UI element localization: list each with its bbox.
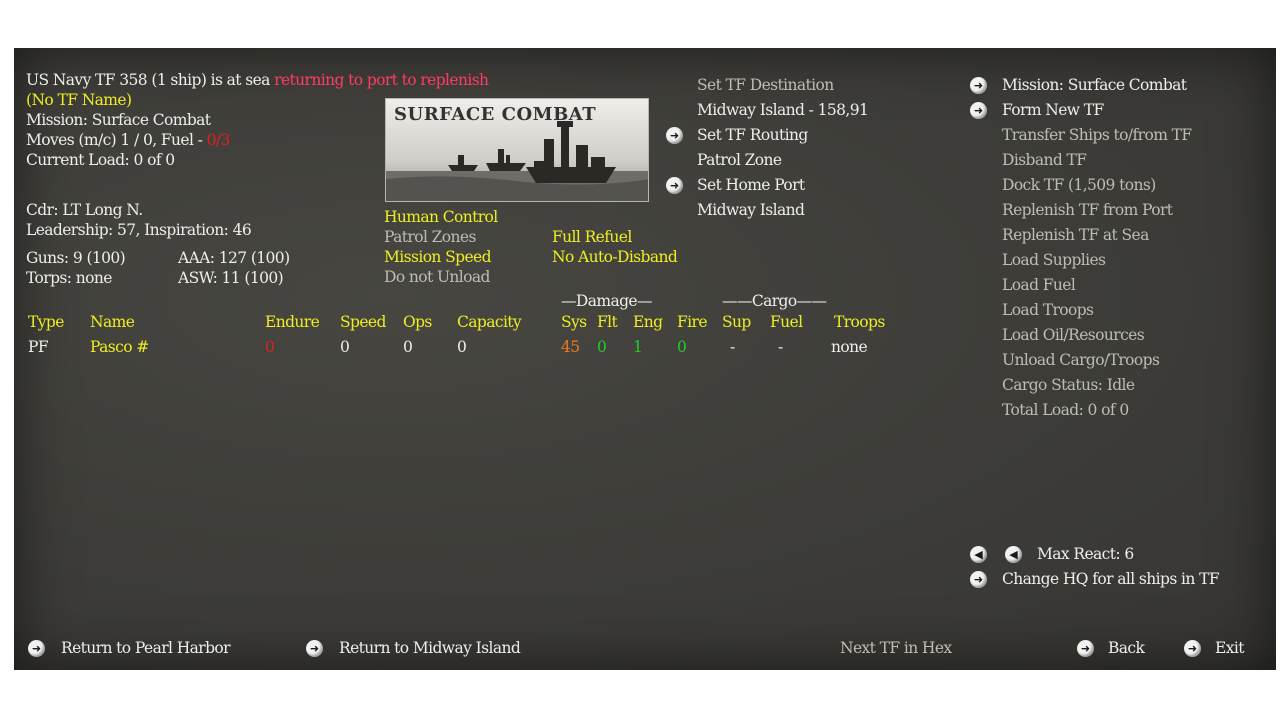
set-home-arrow-icon[interactable]: ➜ [666,177,683,194]
tf-summary-line: US Navy TF 358 (1 ship) is at sea return… [26,70,489,90]
commander[interactable]: Cdr: LT Long N. [26,201,143,219]
set-destination[interactable]: Set TF Destination [697,76,834,94]
set-routing[interactable]: Set TF Routing [697,126,808,144]
return-midway-button[interactable]: Return to Midway Island [339,639,521,657]
warship-picture [386,99,648,201]
col-flt[interactable]: Flt [597,313,618,331]
damage-group-label: Damage [575,292,638,310]
menu-replenish-port[interactable]: Replenish TF from Port [1002,201,1173,219]
cell-sys: 45 [561,338,580,356]
col-name[interactable]: Name [90,313,135,331]
aaa: AAA: 127 (100) [178,249,290,267]
mission-speed-option[interactable]: Mission Speed [384,248,492,266]
mission-arrow-icon[interactable]: ➜ [970,77,987,94]
cell-ops: 0 [403,338,413,356]
menu-disband-tf[interactable]: Disband TF [1002,151,1087,169]
cargo-group-label: Cargo [751,292,797,310]
torps: Torps: none [26,269,112,287]
menu-transfer-ships[interactable]: Transfer Ships to/from TF [1002,126,1192,144]
cell-eng: 1 [633,338,643,356]
change-hq-button[interactable]: Change HQ for all ships in TF [1002,570,1220,588]
menu-unload-cargo[interactable]: Unload Cargo/Troops [1002,351,1160,369]
col-sys[interactable]: Sys [561,313,587,331]
menu-load-oil[interactable]: Load Oil/Resources [1002,326,1145,344]
exit-button[interactable]: Exit [1215,639,1244,657]
col-troops[interactable]: Troops [834,313,885,331]
max-react: Max React: 6 [1037,545,1134,563]
total-load: Total Load: 0 of 0 [1002,401,1129,419]
back-arrow-icon[interactable]: ➜ [1077,640,1094,657]
do-not-unload-option[interactable]: Do not Unload [384,268,490,286]
cargo-group-header: ——Cargo—— [722,292,827,310]
mission-button[interactable]: Mission: Surface Combat [1002,76,1187,94]
col-eng[interactable]: Eng [633,313,663,331]
react-decrease-icon[interactable]: ◀ [1005,546,1022,563]
menu-load-supplies[interactable]: Load Supplies [1002,251,1106,269]
col-capacity[interactable]: Capacity [457,313,522,331]
cell-flt: 0 [597,338,607,356]
cell-endure: 0 [265,338,275,356]
fuel-value: 0/3 [206,131,231,149]
moves-label: Moves (m/c) 1 / 0, Fuel - [26,131,203,149]
form-new-arrow-icon[interactable]: ➜ [970,102,987,119]
cell-sup: - [730,338,735,356]
cell-troops: none [831,338,868,356]
change-hq-arrow-icon[interactable]: ➜ [970,571,987,588]
menu-dock-tf[interactable]: Dock TF (1,509 tons) [1002,176,1156,194]
return-pearl-button[interactable]: Return to Pearl Harbor [61,639,231,657]
no-auto-disband-option[interactable]: No Auto-Disband [552,248,678,266]
col-fire[interactable]: Fire [677,313,708,331]
col-speed[interactable]: Speed [340,313,386,331]
cell-type: PF [28,338,49,356]
leadership: Leadership: 57, Inspiration: 46 [26,221,252,239]
current-load: Current Load: 0 of 0 [26,151,175,169]
tf-line: US Navy TF 358 (1 ship) is at sea [26,71,270,89]
routing-value: Patrol Zone [697,151,782,169]
col-ops[interactable]: Ops [403,313,432,331]
full-refuel-option[interactable]: Full Refuel [552,228,632,246]
col-endure[interactable]: Endure [265,313,320,331]
menu-load-fuel[interactable]: Load Fuel [1002,276,1076,294]
react-decrease-double-icon[interactable]: ◀ [970,546,987,563]
exit-arrow-icon[interactable]: ➜ [1184,640,1201,657]
cargo-status: Cargo Status: Idle [1002,376,1135,394]
return-pearl-arrow-icon[interactable]: ➜ [28,640,45,657]
cell-capacity: 0 [457,338,467,356]
next-tf-button[interactable]: Next TF in Hex [840,639,952,657]
mission-image: SURFACE COMBAT [385,98,649,202]
mission-image-title: SURFACE COMBAT [394,104,597,125]
set-routing-arrow-icon[interactable]: ➜ [666,127,683,144]
tf-status: returning to port to replenish [274,71,489,89]
home-port-value: Midway Island [697,201,805,219]
col-type[interactable]: Type [28,313,64,331]
tf-mission: Mission: Surface Combat [26,111,211,129]
cell-name[interactable]: Pasco # [90,338,149,356]
back-button[interactable]: Back [1108,639,1145,657]
col-fuel[interactable]: Fuel [770,313,803,331]
human-control-toggle[interactable]: Human Control [384,208,498,226]
tf-name: (No TF Name) [26,91,132,109]
menu-replenish-sea[interactable]: Replenish TF at Sea [1002,226,1149,244]
menu-load-troops[interactable]: Load Troops [1002,301,1094,319]
patrol-zones-option[interactable]: Patrol Zones [384,228,476,246]
damage-group-header: —Damage— [561,292,653,310]
form-new-tf-button[interactable]: Form New TF [1002,101,1104,119]
cell-fuel: - [778,338,783,356]
cell-speed: 0 [340,338,350,356]
col-sup[interactable]: Sup [722,313,751,331]
cell-fire: 0 [677,338,687,356]
guns: Guns: 9 (100) [26,249,126,267]
tf-moves: Moves (m/c) 1 / 0, Fuel - 0/3 [26,130,230,150]
asw: ASW: 11 (100) [178,269,284,287]
return-midway-arrow-icon[interactable]: ➜ [306,640,323,657]
destination-value: Midway Island - 158,91 [697,101,869,119]
set-home-port[interactable]: Set Home Port [697,176,805,194]
